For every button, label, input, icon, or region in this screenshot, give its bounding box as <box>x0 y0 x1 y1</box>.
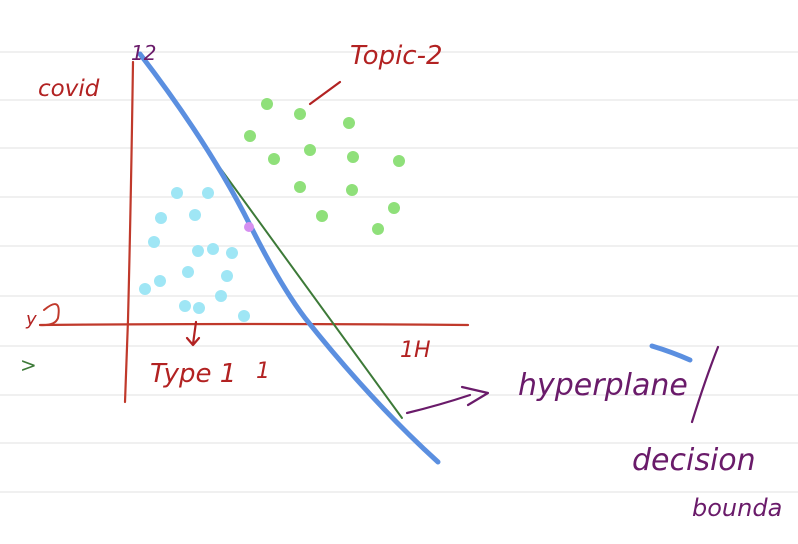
cyan-point <box>154 275 166 287</box>
cyan-point <box>193 302 205 314</box>
y-axis <box>123 60 135 404</box>
x-axis-label: 1H <box>400 338 431 363</box>
green-point <box>372 223 384 235</box>
cyan-point <box>189 209 201 221</box>
green-point <box>244 130 256 142</box>
cyan-point <box>155 212 167 224</box>
green-point <box>347 151 359 163</box>
y-axis-hook <box>39 303 60 327</box>
cyan-point <box>192 245 204 257</box>
upper-cluster-label: Topic-2 <box>350 41 443 71</box>
green-point <box>261 98 273 110</box>
cyan-point <box>215 290 227 302</box>
slash-stroke <box>690 345 720 424</box>
hyperplane-arrow <box>405 385 490 415</box>
cyan-point <box>182 266 194 278</box>
green-point <box>268 153 280 165</box>
left-tick-label: y <box>25 309 37 330</box>
green-point <box>346 184 358 196</box>
green-separator-line <box>206 149 403 419</box>
cyan-point <box>207 243 219 255</box>
cyan-point <box>148 236 160 248</box>
green-point <box>304 144 316 156</box>
x-axis <box>38 322 470 327</box>
cyan-point <box>171 187 183 199</box>
y-axis-label: covid <box>38 76 100 102</box>
cyan-point <box>221 270 233 282</box>
cyan-point <box>139 283 151 295</box>
green-point <box>294 181 306 193</box>
green-point <box>393 155 405 167</box>
blue-hyperplane-line <box>137 51 441 465</box>
lower-cluster-label: Type 1 <box>150 359 236 389</box>
decision-label: decision <box>632 443 756 478</box>
cursor-mark <box>649 343 693 363</box>
green-point <box>388 202 400 214</box>
boundary-label: bounda <box>692 494 782 522</box>
origin-tick-label: 1 <box>256 359 270 384</box>
cyan-point <box>202 187 214 199</box>
cyan-point <box>238 310 250 322</box>
topic-pointer <box>308 80 342 106</box>
green-point <box>316 210 328 222</box>
top-tick-label: 12 <box>131 41 156 65</box>
highlight-point <box>244 222 254 232</box>
cyan-point <box>179 300 191 312</box>
green-point <box>294 108 306 120</box>
left-mark: > <box>20 353 37 377</box>
green-cluster <box>244 98 405 235</box>
cyan-cluster <box>139 187 250 322</box>
type-pointer <box>185 320 201 347</box>
hyperplane-label: hyperplane <box>518 368 688 403</box>
green-point <box>343 117 355 129</box>
cyan-point <box>226 247 238 259</box>
